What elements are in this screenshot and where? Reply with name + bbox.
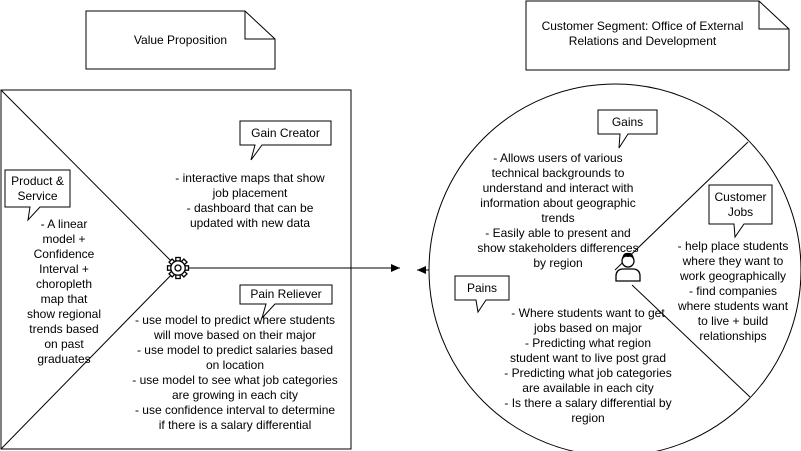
customer-segment-note-title: Customer Segment: Office of External Rel…	[541, 19, 744, 48]
pains-callout-shape	[454, 275, 510, 314]
gains-callout-shape	[597, 109, 658, 149]
customer-segment-circle	[428, 83, 801, 451]
gains-text: - Allows users of various technical back…	[477, 151, 639, 270]
pains-label: Pains	[466, 280, 498, 295]
customer-jobs-text: - help place students where they want to…	[677, 239, 789, 343]
product-service-text: - A linear model + Confidence Interval +…	[26, 217, 102, 366]
value-proposition-note-shape	[85, 10, 276, 70]
pains-text: - Where students want to get jobs based …	[504, 306, 672, 425]
customer-segment-note-shape	[525, 0, 790, 71]
customer-jobs-label: Customer Jobs	[714, 189, 767, 219]
pain-reliever-label: Pain Reliever	[250, 287, 322, 301]
gear-icon	[166, 256, 190, 280]
customer-jobs-callout-shape	[708, 184, 773, 239]
customer-person-icon	[615, 252, 641, 282]
pain-reliever-text: - use model to predict where students wi…	[132, 313, 338, 432]
pain-reliever-callout-shape	[239, 284, 333, 319]
value-proposition-note-title: Value Proposition	[133, 32, 228, 47]
gain-creator-text: - interactive maps that show job placeme…	[175, 171, 325, 230]
gain-creator-callout-shape	[239, 120, 332, 161]
product-service-callout-shape	[4, 169, 71, 222]
gain-creator-label: Gain Creator	[251, 125, 320, 140]
product-service-label: Product & Service	[11, 173, 64, 203]
gains-label: Gains	[611, 114, 644, 129]
